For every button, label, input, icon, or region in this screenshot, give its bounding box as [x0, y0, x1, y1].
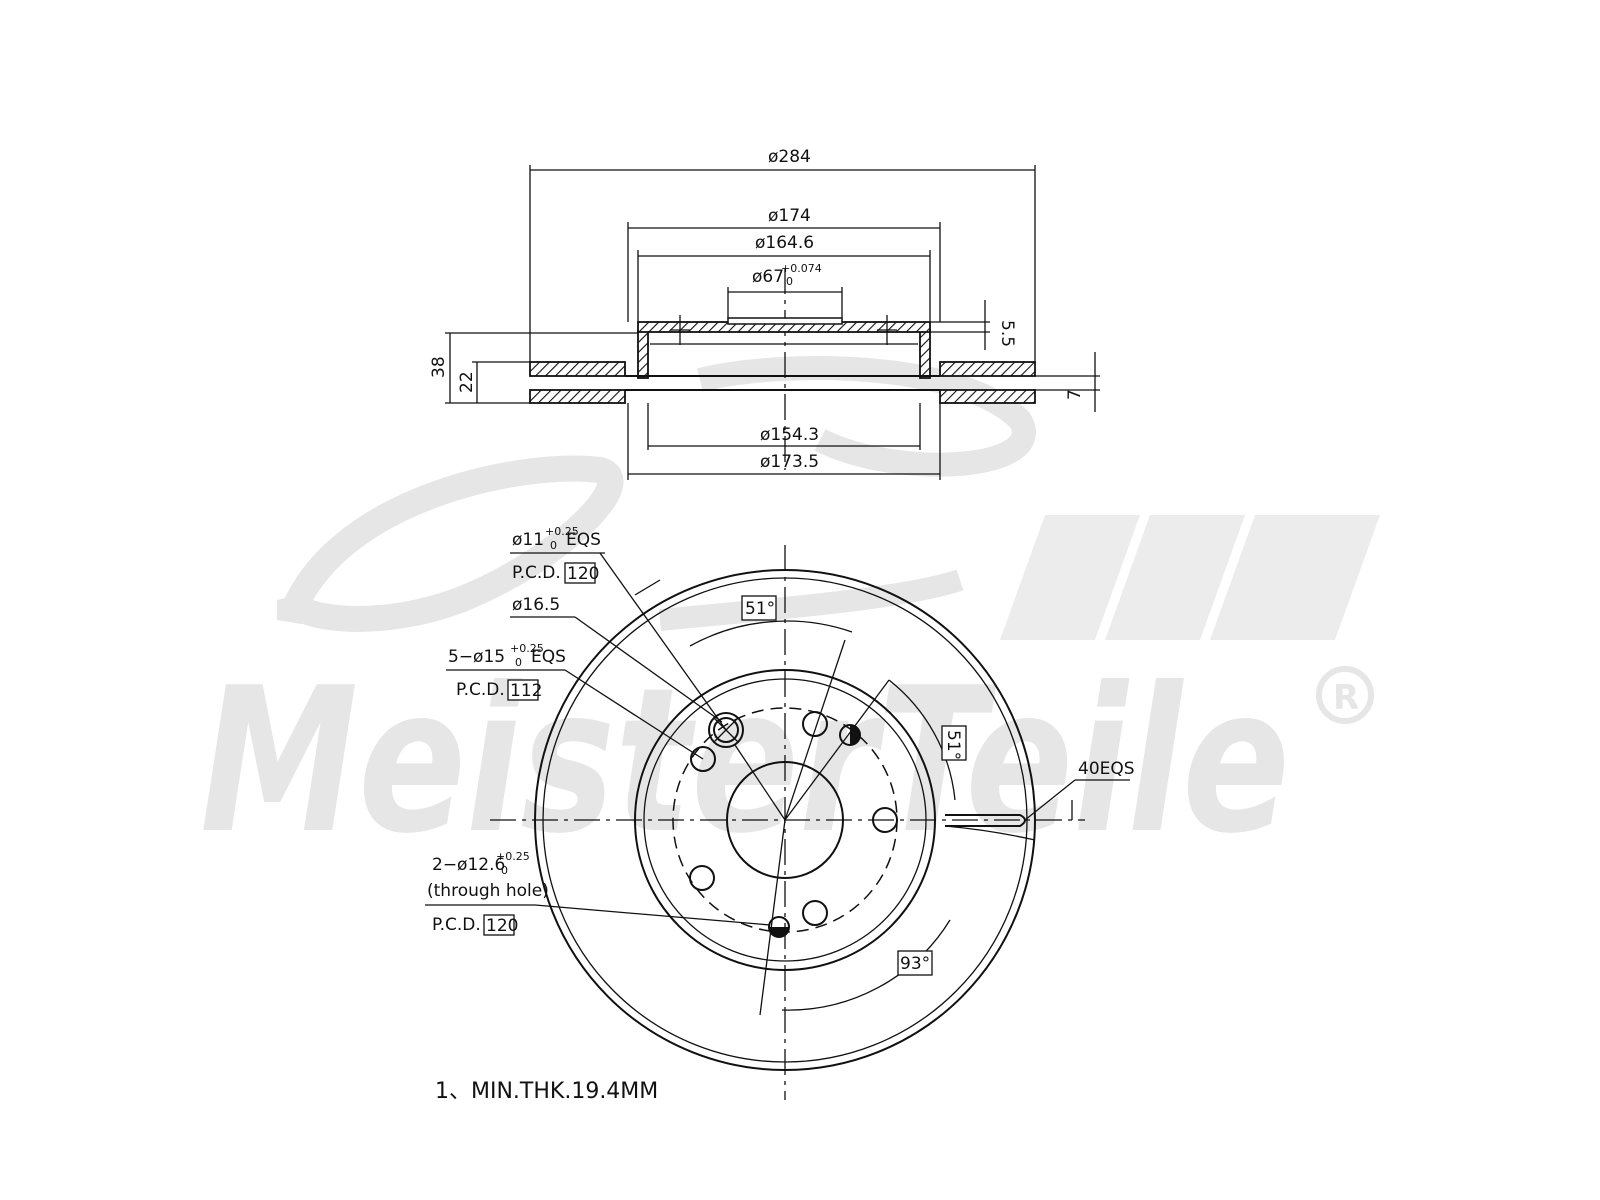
- right-upper-friction-ring: [939, 361, 1036, 377]
- radial-line-51-b: [784, 679, 890, 821]
- bolt-holes: [689, 711, 898, 938]
- dim-bore: ø67: [752, 267, 784, 287]
- dim-total-height: 38: [429, 356, 449, 378]
- bolt-hole: [689, 865, 715, 891]
- pcd-value-1: 120: [567, 564, 599, 584]
- center-bore: [726, 761, 844, 879]
- radial-line-51-a: [784, 639, 846, 821]
- angle-arc-right: [888, 679, 956, 801]
- left-lower-friction-ring: [529, 389, 626, 404]
- angle-right: 51°: [943, 730, 963, 760]
- right-hat-wall: [919, 329, 931, 379]
- dim-bore-tol-upper: +0.074: [781, 262, 822, 275]
- dim-hat-inner: ø164.6: [755, 233, 814, 253]
- hole2-spec: 5−ø15: [448, 647, 505, 667]
- svg-text:0: 0: [501, 864, 508, 877]
- svg-text:+0.25: +0.25: [545, 525, 579, 538]
- dim-disc-thickness: 22: [457, 371, 477, 393]
- pcd-value-3: 120: [486, 916, 518, 936]
- leader-hole2: [564, 669, 704, 760]
- hole3-note: (through hole): [427, 881, 549, 901]
- front-view: 51° 51° 93° 40EQS ø11 +0.25 0 EQS P.C.D.…: [425, 525, 1135, 1100]
- side-section-view: ø284 ø174 ø164.6 ø67 +0.074 0 5.5 38 22: [429, 147, 1100, 480]
- svg-text:0: 0: [550, 539, 557, 552]
- angle-box-right: [941, 725, 967, 761]
- svg-text:+0.25: +0.25: [496, 850, 530, 863]
- counterbore-spec: ø16.5: [512, 595, 560, 615]
- leader-hole1: [599, 552, 727, 731]
- svg-text:EQS: EQS: [566, 530, 601, 550]
- watermark-brand: MeisterTeile: [200, 645, 1290, 878]
- dim-bore-tol-lower: 0: [786, 275, 793, 288]
- registered-mark: R: [1333, 678, 1359, 718]
- angle-box-top: [741, 595, 777, 621]
- watermark: MeisterTeile R: [200, 356, 1380, 878]
- svg-text:0: 0: [515, 656, 522, 669]
- bore-flange: [727, 317, 843, 325]
- angle-arc-bottom: [781, 919, 951, 1011]
- angle-box-bottom: [897, 950, 933, 976]
- dim-bell-outer: ø173.5: [760, 452, 819, 472]
- vent-slot: [945, 814, 1026, 827]
- hat-outer-edge: [634, 669, 936, 971]
- hole3-spec: 2−ø12.6: [432, 855, 505, 875]
- angle-bottom: 93°: [900, 954, 930, 974]
- bolt-hole: [872, 807, 898, 833]
- leader-counterbore: [574, 616, 723, 723]
- hole1-spec: ø11: [512, 530, 544, 550]
- right-lower-friction-ring: [939, 389, 1036, 404]
- dim-hat-outer: ø174: [768, 206, 811, 226]
- dim-hat-top-thickness: 5.5: [997, 320, 1017, 347]
- disc-chamfer-edge: [542, 577, 1028, 1063]
- angle-top: 51°: [745, 599, 775, 619]
- dim-outer-diameter: ø284: [768, 147, 811, 167]
- pcd-label-3: P.C.D.: [432, 915, 481, 935]
- vents-count: 40EQS: [1078, 759, 1135, 779]
- hat-inner-edge: [643, 678, 927, 962]
- svg-text:EQS: EQS: [531, 647, 566, 667]
- disc-outer-edge: [534, 569, 1036, 1071]
- bolt-hole: [802, 900, 828, 926]
- dim-vent-gap: 7: [1065, 389, 1085, 400]
- leader-hole3: [534, 904, 771, 926]
- pcd-label-2: P.C.D.: [456, 680, 505, 700]
- bolt-hole: [802, 711, 828, 737]
- pcd-value-2: 112: [510, 681, 542, 701]
- angle-arc-top: [689, 620, 853, 647]
- counterbore-circle: [708, 712, 744, 748]
- left-hat-wall: [637, 329, 649, 379]
- dim-inner-bell: ø154.3: [760, 425, 819, 445]
- bolt-hole: [713, 717, 739, 743]
- watermark-stripes: [1000, 515, 1380, 640]
- registered-mark-circle: [1316, 666, 1374, 724]
- pcd-label-1: P.C.D.: [512, 563, 561, 583]
- svg-text:+0.25: +0.25: [510, 642, 544, 655]
- left-upper-friction-ring: [529, 361, 626, 377]
- min-thickness-note: 1、MIN.THK.19.4MM: [435, 1079, 658, 1104]
- bolt-hole: [690, 746, 716, 772]
